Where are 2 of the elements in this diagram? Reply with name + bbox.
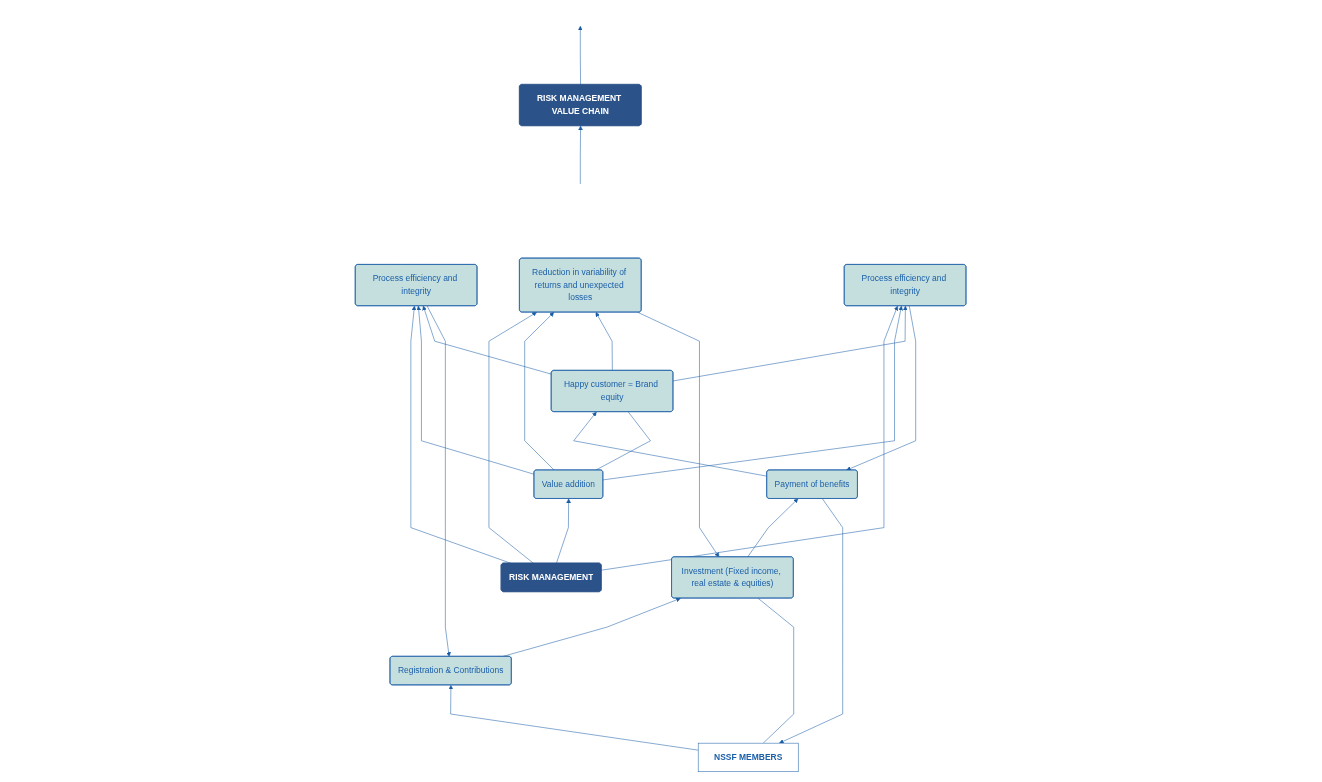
- connector: [758, 598, 795, 744]
- node-box: NSSF MEMBERS: [698, 742, 799, 772]
